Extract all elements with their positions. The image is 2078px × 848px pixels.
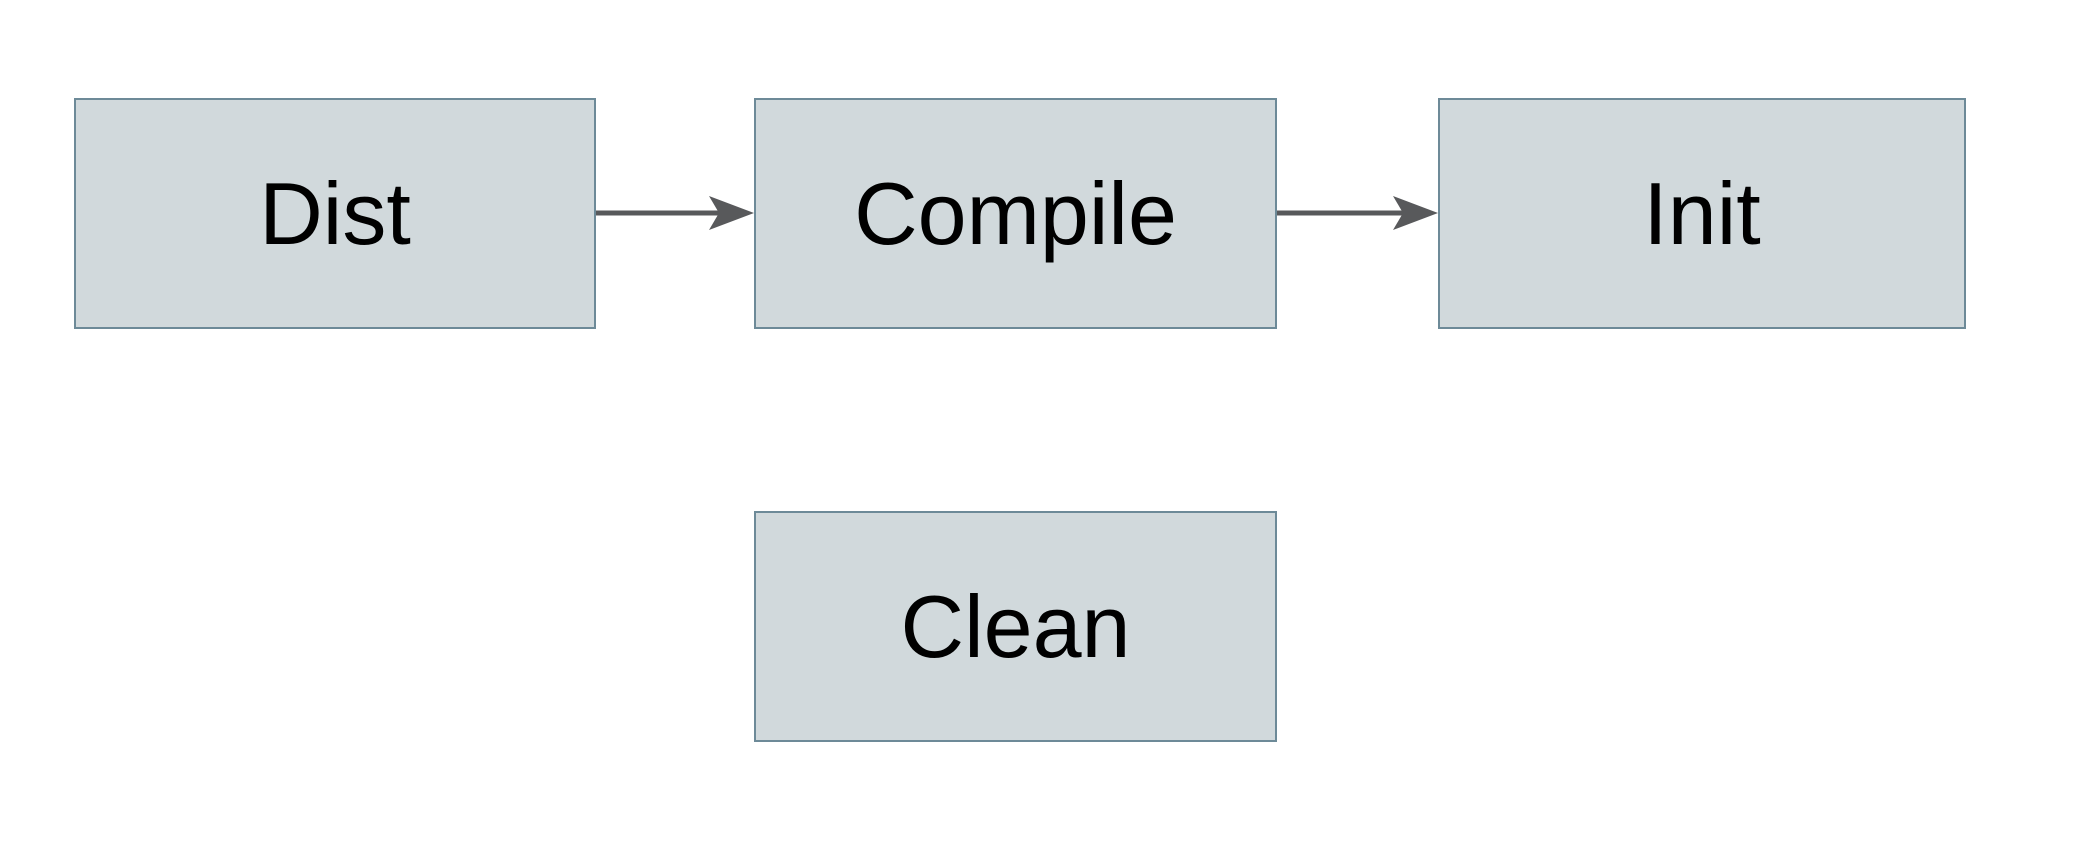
arrowhead-icon [1393,196,1438,230]
node-init[interactable]: Init [1438,98,1966,329]
node-clean[interactable]: Clean [754,511,1277,742]
arrowhead-icon [709,196,754,230]
node-compile-label: Compile [854,163,1177,263]
node-dist[interactable]: Dist [74,98,596,329]
node-clean-label: Clean [900,576,1131,676]
node-init-label: Init [1643,163,1761,263]
node-compile[interactable]: Compile [754,98,1277,329]
arrow-dist-to-compile[interactable] [596,196,754,230]
arrow-compile-to-init[interactable] [1277,196,1438,230]
node-dist-label: Dist [259,163,411,263]
